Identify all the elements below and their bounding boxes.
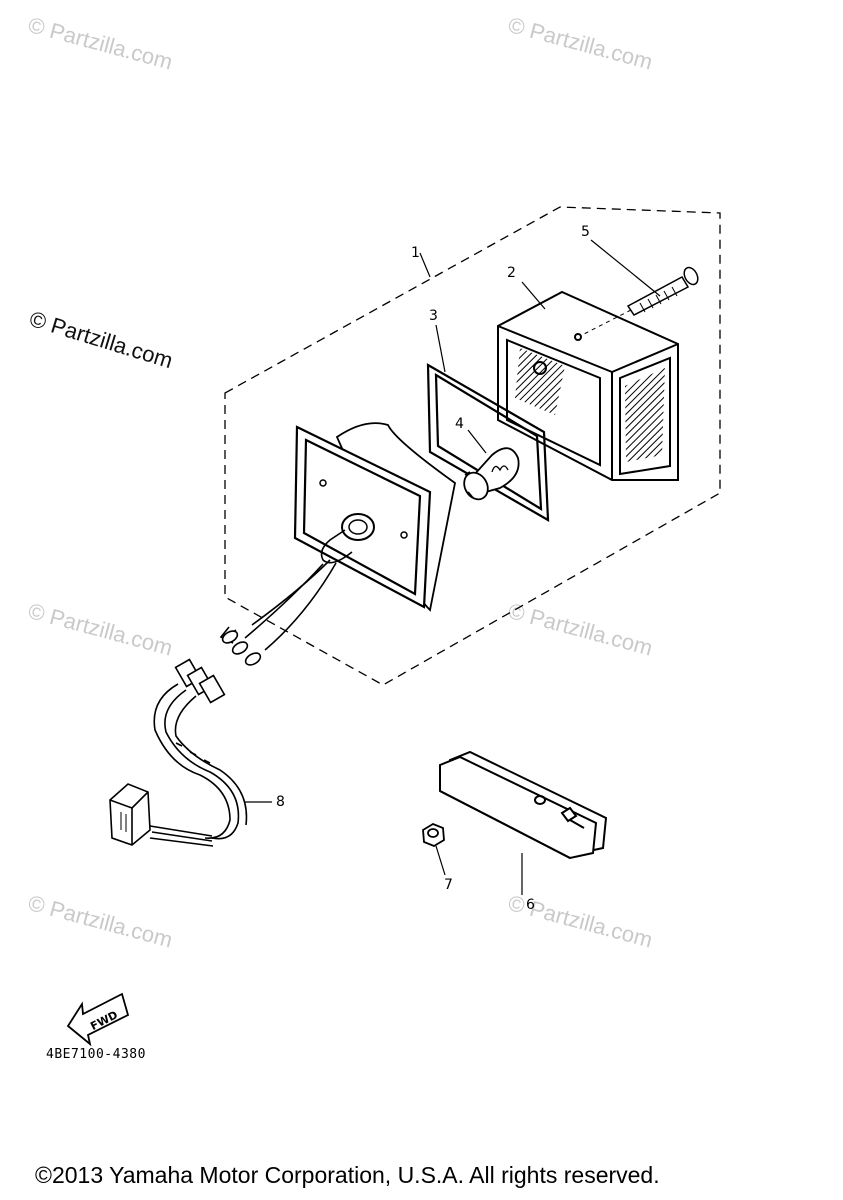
callout-8: 8 [276, 794, 285, 810]
screw [579, 266, 699, 337]
callout-3: 3 [429, 308, 438, 324]
callout-5: 5 [581, 224, 590, 240]
base-plate [293, 422, 456, 612]
callout-6: 6 [526, 897, 535, 913]
leader-lines [244, 239, 661, 895]
assembly-boundary [224, 206, 721, 686]
forward-arrow-icon: FWD [66, 992, 130, 1047]
copyright-notice: ©2013 Yamaha Motor Corporation, U.S.A. A… [35, 1162, 660, 1188]
nut [422, 822, 445, 848]
bulb [463, 447, 520, 501]
callout-2: 2 [507, 265, 516, 281]
lens-housing [497, 290, 679, 481]
diagram-code: 4BE7100-4380 [46, 1047, 146, 1062]
wire-harness [109, 658, 248, 847]
license-light [439, 750, 608, 860]
callout-7: 7 [444, 877, 453, 893]
callout-4: 4 [455, 416, 464, 432]
socket-leads [219, 529, 353, 666]
gasket [426, 363, 550, 522]
callout-1: 1 [411, 245, 420, 261]
